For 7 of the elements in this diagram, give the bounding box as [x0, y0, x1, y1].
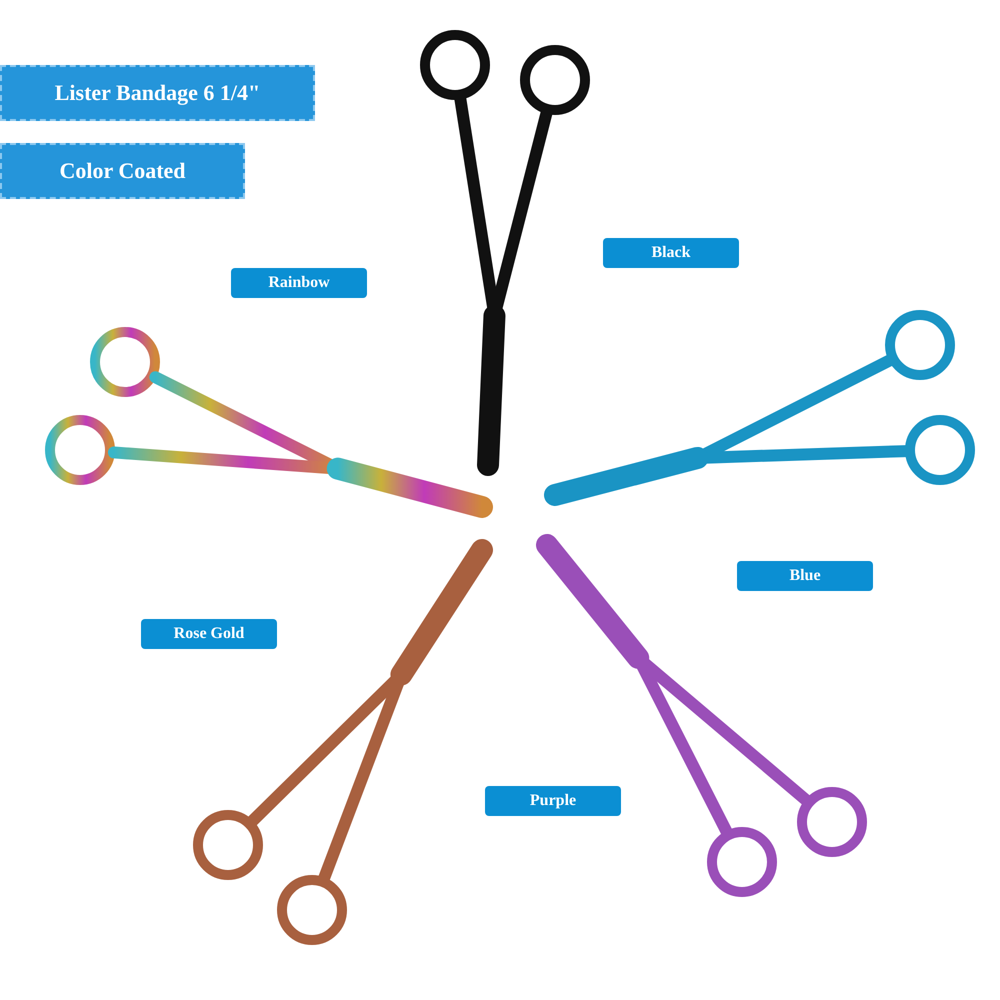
subtitle-banner: Color Coated	[0, 143, 245, 199]
title-banner: Lister Bandage 6 1/4"	[0, 65, 315, 121]
color-label: Rose Gold	[141, 619, 277, 649]
color-label: Black	[603, 238, 739, 268]
color-label: Blue	[737, 561, 873, 591]
color-label: Rainbow	[231, 268, 367, 298]
color-label: Purple	[485, 786, 621, 816]
